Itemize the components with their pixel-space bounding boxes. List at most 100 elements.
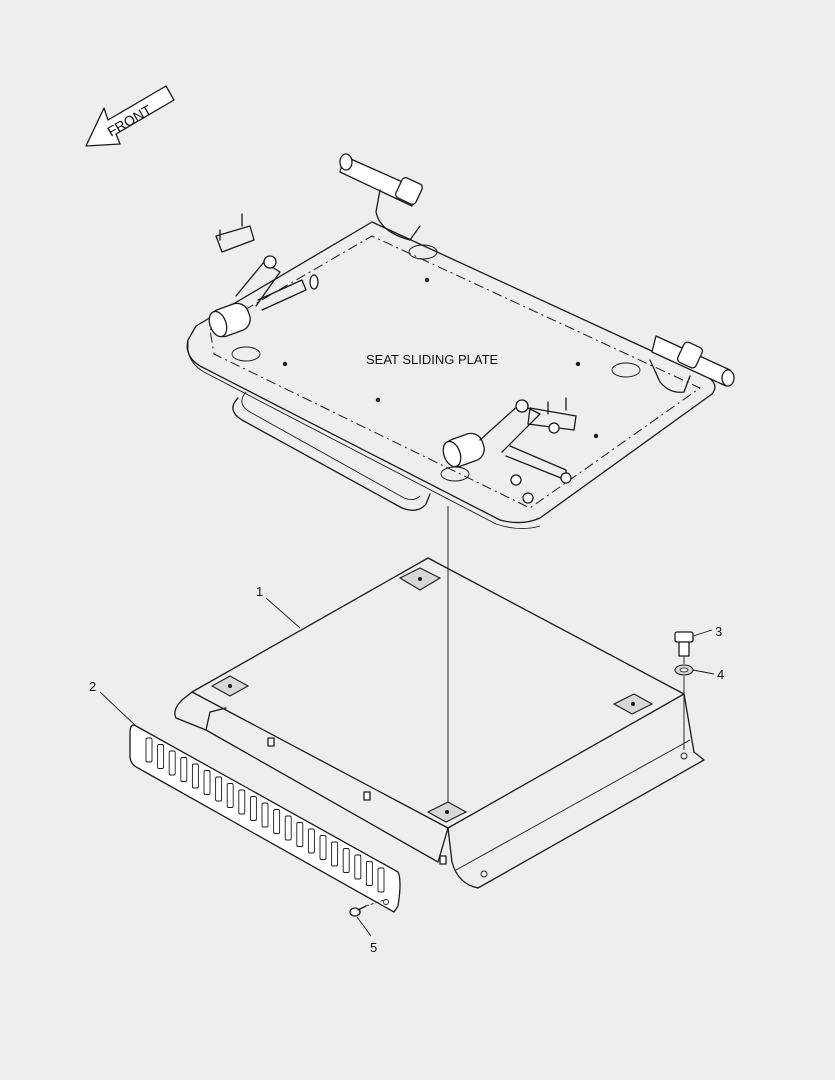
plate-hole	[611, 362, 641, 378]
callout-2: 2	[89, 679, 137, 727]
callout-number: 2	[89, 679, 96, 694]
rear-left-rail	[339, 153, 423, 241]
plate-edge	[187, 340, 541, 529]
cover-louver-slot	[238, 789, 246, 815]
callout-number: 1	[256, 584, 263, 599]
cover-louver-slot	[157, 744, 165, 769]
cover-louver-slot	[191, 763, 199, 789]
rear-right-rail	[649, 335, 735, 393]
cover-louver-slot	[145, 737, 153, 763]
latch-nut	[522, 492, 534, 504]
plate-bolt-hole	[593, 433, 599, 439]
base-pad-hole	[418, 577, 422, 581]
latch-bracket	[215, 225, 255, 253]
cover-louver-slot	[377, 867, 385, 893]
callout-number: 3	[715, 624, 722, 639]
front-direction-arrow: FRONT	[85, 85, 175, 147]
latch-knob-face	[442, 440, 462, 468]
latch-nut	[560, 472, 572, 484]
part-2-louvered-cover	[129, 724, 401, 913]
base-pad-hole	[445, 810, 449, 814]
plate-bolt-hole	[282, 361, 288, 367]
latch-nut	[510, 474, 522, 486]
cover-louver-slot	[284, 815, 292, 841]
base-plate-top	[191, 557, 685, 829]
handle-bar-inner	[241, 391, 421, 501]
latch-nut	[515, 399, 529, 413]
part-1-base-plate	[174, 557, 705, 889]
cover-louver-slot	[342, 848, 350, 873]
cover-louver-slot	[226, 783, 234, 808]
callout-leader	[99, 691, 137, 727]
cover-louver-slot	[261, 802, 269, 828]
cover-louver-slot	[203, 770, 211, 795]
base-flange-hole	[680, 752, 688, 760]
seat-sliding-plate: SEAT SLIDING PLATE	[186, 153, 735, 529]
base-left-flange	[174, 691, 227, 731]
base-flange-hole	[480, 870, 488, 878]
callout-leader	[265, 597, 301, 629]
rail-clamp	[676, 341, 704, 369]
plate-hole	[408, 244, 438, 260]
latch-nut	[263, 255, 277, 269]
base-tab	[267, 737, 275, 747]
plate-hole	[231, 346, 261, 362]
cover-louver-slot	[307, 828, 315, 854]
base-flange-fold	[455, 739, 691, 871]
callout-number: 4	[717, 667, 724, 682]
cover-louvers	[145, 737, 385, 893]
latch-rod-end	[309, 274, 319, 290]
callout-number: 5	[370, 940, 377, 955]
callout-5: 5	[356, 916, 377, 955]
plate-bolt-hole	[424, 277, 430, 283]
screw-guide	[365, 899, 385, 907]
front-arrow-icon	[85, 85, 175, 147]
handle-bar	[232, 397, 431, 511]
cover-louver-slot	[296, 822, 304, 847]
callout-leader	[692, 669, 715, 675]
part-3-bolt	[674, 631, 694, 664]
front-left-latch	[208, 213, 319, 338]
latch-nut	[548, 422, 560, 434]
callout-leader	[356, 916, 372, 937]
cover-louver-slot	[319, 835, 327, 860]
rail-clamp	[395, 177, 423, 205]
screw-shank	[357, 905, 367, 911]
callout-4: 4	[692, 667, 724, 682]
base-tab	[363, 791, 371, 801]
cover-screw-hole	[383, 899, 389, 905]
latch-knob-face	[208, 310, 228, 338]
cover-louver-slot	[180, 757, 188, 782]
front-right-latch	[442, 397, 577, 504]
latch-bracket	[527, 407, 577, 431]
bolt-head	[674, 631, 694, 643]
cover-louver-slot	[365, 861, 373, 886]
base-right-flange	[447, 693, 705, 889]
base-front-edge	[205, 729, 449, 863]
cover-louver-slot	[168, 750, 176, 776]
cover-louver-slot	[354, 854, 362, 880]
callout-leader	[692, 629, 713, 637]
part-5-screw	[349, 899, 385, 917]
plate-bolt-hole	[375, 397, 381, 403]
plate-hole	[440, 466, 470, 482]
callout-3: 3	[692, 624, 722, 639]
base-pad-hole	[631, 702, 635, 706]
cover-louver-slot	[331, 841, 339, 867]
cover-louver-slot	[273, 809, 281, 834]
cover-louver-slot	[249, 796, 257, 821]
latch-arm	[479, 403, 541, 453]
seat-sliding-plate-label: SEAT SLIDING PLATE	[366, 352, 499, 367]
callout-1: 1	[256, 584, 301, 629]
rail-end-cap	[339, 153, 353, 171]
rail-end-cap	[721, 369, 735, 387]
cover-louver-slot	[215, 776, 223, 802]
base-tab	[439, 855, 447, 865]
part-4-washer	[674, 664, 694, 750]
washer-hole	[679, 667, 689, 673]
plate-bolt-hole	[575, 361, 581, 367]
rail-bracket	[375, 189, 421, 241]
bolt-shank	[678, 641, 690, 657]
rail-bracket	[649, 359, 691, 393]
